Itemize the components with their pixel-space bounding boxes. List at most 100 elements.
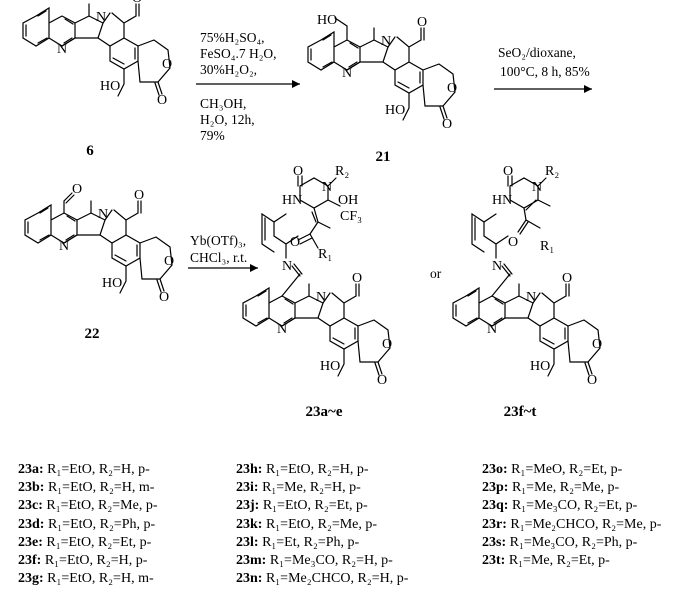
compound-label-6: 6 [86,143,94,159]
o-atom: O [562,271,572,286]
o-atom: O [164,254,174,269]
compound-row: 23k: R₁=EtO, R₂=Me, p- [236,516,378,532]
compound-row: 23d: R₁=EtO, R₂=Ph, p- [18,516,156,532]
compound-row: 23i: R₁=Me, R₂=H, p- [236,480,361,496]
n-atom: N [526,290,536,305]
n-atom: N [492,259,502,274]
o-atom: O [157,93,167,108]
compound-row: 23p: R₁=Me, R₂=Me, p- [482,480,620,496]
compound-row: 23a: R₁=EtO, R₂=H, p- [18,462,150,477]
n-atom: N [381,34,391,49]
hn-label: HN [492,193,512,208]
compound-row: 23b: R₁=EtO, R₂=H, m- [18,480,155,496]
structure-23f-t-core: N N O O O HO [452,271,602,388]
compound-row: 23f: R₁=EtO, R₂=H, p- [18,553,148,569]
compound-label-23a-e: 23a~e [306,404,343,420]
svg-text:79%: 79% [200,128,225,143]
compound-row: 23g: R₁=EtO, R₂=H, m- [18,571,154,587]
n-atom: N [59,239,69,254]
o-atom: O [382,337,392,352]
or-connector: or [430,266,442,281]
o-atom: O [503,164,513,179]
n-atom: N [282,259,292,274]
compound-row: 23q: R₁=Me₃CO, R₂=Et, p- [482,498,638,514]
compound-row: 23h: R₁=EtO, R₂=H, p- [236,462,369,477]
svg-text:75%H₂SO₄,: 75%H₂SO₄, [200,30,265,45]
ho-label: HO [530,359,550,374]
r2-label: R₂ [335,164,349,179]
compound-column-3: 23o: R₁=MeO, R₂=Et, p- 23p: R₁=Me, R₂=Me… [482,461,661,570]
structure-22: O N N O O O HO [24,182,174,305]
ho-label: HO [385,103,405,118]
n-atom: N [342,66,352,81]
conditions-step2: SeO₂/dioxane, 100°C, 8 h, 85% [498,45,590,79]
compound-row: 23r: R₁=Me₂CHCO, R₂=Me, p- [482,516,662,532]
svg-text:SeO₂/dioxane,: SeO₂/dioxane, [498,45,576,60]
o-atom: O [159,290,169,305]
n-atom: N [316,290,326,305]
svg-text:Yb(OTf)₃,: Yb(OTf)₃, [190,233,246,248]
o-atom: O [447,81,457,96]
o-atom: O [508,235,518,250]
o-atom: O [290,235,300,250]
structure-21: HO N N O O O HO [307,13,457,132]
compound-row: 23m: R₁=Me₃CO, R₂=H, p- [236,553,393,569]
compound-row: 23e: R₁=EtO, R₂=Et, p- [18,534,152,550]
r1-label: R₁ [318,247,332,262]
ho-label: HO [317,13,337,28]
o-atom: O [132,0,142,6]
n-atom: N [532,180,542,195]
r2-label: R₂ [545,164,559,179]
n-atom: N [487,322,497,337]
svg-text:CH₃OH,: CH₃OH, [200,96,246,111]
ho-label: HO [320,359,340,374]
o-atom: O [592,337,602,352]
n-atom: N [96,10,106,25]
svg-text:100°C, 8 h, 85%: 100°C, 8 h, 85% [500,64,590,79]
compound-label-21: 21 [376,149,391,165]
arrowhead-3 [250,264,258,272]
compound-row: 23l: R₁=Et, R₂=Ph, p- [236,534,360,550]
svg-text:FeSO₄.7 H₂O,: FeSO₄.7 H₂O, [200,46,277,61]
n-atom: N [57,42,67,57]
n-atom: N [277,322,287,337]
reaction-scheme: N N O O O HO 6 75%H₂SO₄, FeSO₄.7 H₂O, 30… [22,0,602,420]
compound-row: 23t: R₁=Me, R₂=Et, p- [482,553,610,569]
ho-label: HO [100,79,120,94]
o-atom: O [352,271,362,286]
o-atom: O [442,117,452,132]
compound-row: 23n: R₁=Me₂CHCO, R₂=H, p- [236,571,409,587]
svg-text:30%H₂O₂,: 30%H₂O₂, [200,62,257,77]
svg-text:CHCl₃, r.t.: CHCl₃, r.t. [190,250,247,265]
o-atom: O [72,182,82,197]
oh-label: OH [338,193,358,208]
n-atom: N [322,180,332,195]
conditions-step3: Yb(OTf)₃, CHCl₃, r.t. [190,233,247,265]
compound-column-1: 23a: R₁=EtO, R₂=H, p- 23b: R₁=EtO, R₂=H,… [18,461,158,588]
o-atom: O [134,188,144,203]
r1-label: R₁ [540,239,554,254]
compound-row: 23j: R₁=EtO, R₂=Et, p- [236,498,368,514]
cf3-label: CF₃ [340,209,362,224]
structure-6: N N O O O HO [22,0,172,108]
compound-label-22: 22 [85,326,100,342]
compound-list: 23a: R₁=EtO, R₂=H, p- 23b: R₁=EtO, R₂=H,… [0,461,700,589]
compound-row: 23c: R₁=EtO, R₂=Me, p- [18,498,158,514]
compound-row: 23s: R₁=Me₃CO, R₂=Ph, p- [482,534,638,550]
ho-label: HO [102,276,122,291]
structure-23a-e: O N R₂ HN OH CF₃ O R₁ N [261,164,362,277]
o-atom: O [162,57,172,72]
hn-label: HN [282,193,302,208]
conditions-step1: 75%H₂SO₄, FeSO₄.7 H₂O, 30%H₂O₂, CH₃OH, H… [200,30,277,143]
compound-column-2: 23h: R₁=EtO, R₂=H, p- 23i: R₁=Me, R₂=H, … [236,461,408,588]
n-atom: N [98,207,108,222]
structure-23a-e-core: N N O O O HO [242,271,392,388]
arrowhead-2 [584,85,592,93]
structure-23f-t: O N R₂ HN O R₁ N [471,164,559,277]
o-atom: O [377,373,387,388]
compound-row: 23o: R₁=MeO, R₂=Et, p- [482,462,623,477]
o-atom: O [293,164,303,179]
arrowhead-1 [292,80,300,88]
o-atom: O [417,15,427,30]
o-atom: O [587,373,597,388]
